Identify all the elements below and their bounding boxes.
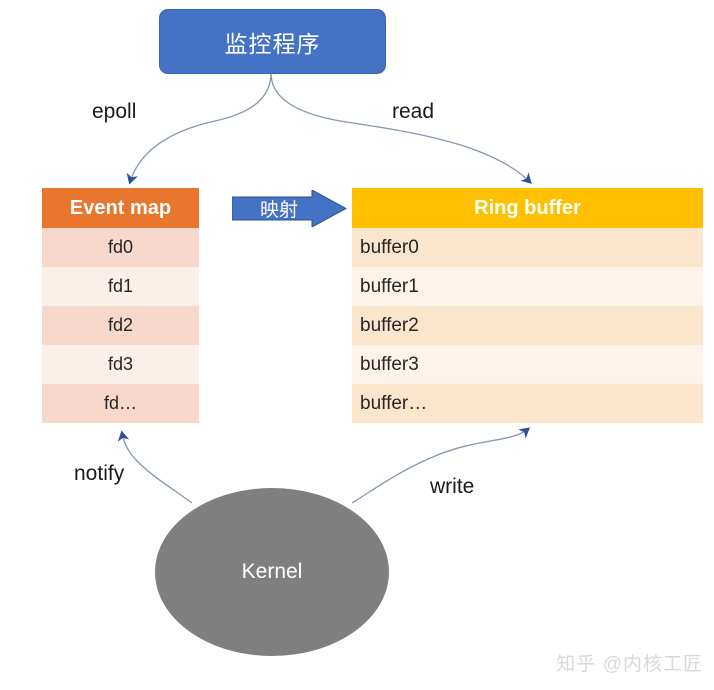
event-map-cell: fd…: [103, 393, 137, 413]
watermark: 知乎 @内核工匠: [556, 654, 703, 675]
ring-buffer-row[interactable]: buffer3: [352, 345, 703, 384]
ring-buffer-table: Ring buffer buffer0 buffer1 buffer2 buff…: [352, 188, 703, 423]
edge-notify-path: [117, 430, 193, 504]
event-map-table: Event map fd0 fd1 fd2 fd3 fd…: [42, 188, 199, 423]
event-map-header: Event map: [42, 188, 199, 228]
event-map-row[interactable]: fd1: [42, 267, 199, 306]
edge-label-write: write: [430, 475, 475, 498]
monitor-program-label: 监控程序: [224, 30, 321, 57]
ring-buffer-header-label: Ring buffer: [474, 196, 581, 219]
event-map-row[interactable]: fd3: [42, 345, 199, 384]
event-map-cell: fd0: [107, 237, 134, 257]
ring-buffer-cell: buffer3: [360, 353, 419, 375]
mapping-arrow-shape: [232, 190, 347, 227]
ring-buffer-cell: buffer…: [360, 392, 428, 414]
ring-buffer-header: Ring buffer: [352, 188, 703, 228]
event-map-header-label: Event map: [69, 196, 172, 219]
event-map-row[interactable]: fd2: [42, 306, 199, 345]
ring-buffer-cell: buffer2: [360, 314, 419, 336]
mapping-block-arrow: 映射: [232, 190, 347, 227]
ring-buffer-row[interactable]: buffer1: [352, 267, 703, 306]
edge-epoll-path: [126, 72, 272, 185]
event-map-row[interactable]: fd0: [42, 228, 199, 267]
event-map-cell: fd3: [107, 354, 134, 374]
ring-buffer-cell: buffer0: [360, 236, 419, 258]
monitor-program-box[interactable]: 监控程序: [159, 9, 386, 74]
edge-read-path: [270, 72, 532, 184]
edge-label-notify: notify: [74, 462, 125, 485]
kernel-label: Kernel: [241, 560, 303, 583]
ring-buffer-row[interactable]: buffer0: [352, 228, 703, 267]
event-map-cell: fd1: [107, 276, 134, 296]
edge-label-epoll: epoll: [92, 100, 137, 123]
ring-buffer-cell: buffer1: [360, 275, 419, 297]
ring-buffer-row[interactable]: buffer…: [352, 384, 703, 423]
edge-label-read: read: [392, 100, 435, 123]
ring-buffer-row[interactable]: buffer2: [352, 306, 703, 345]
event-map-row[interactable]: fd…: [42, 384, 199, 423]
mapping-arrow-label: 映射: [259, 200, 298, 221]
kernel-ellipse[interactable]: Kernel: [155, 488, 389, 656]
event-map-cell: fd2: [107, 315, 134, 335]
